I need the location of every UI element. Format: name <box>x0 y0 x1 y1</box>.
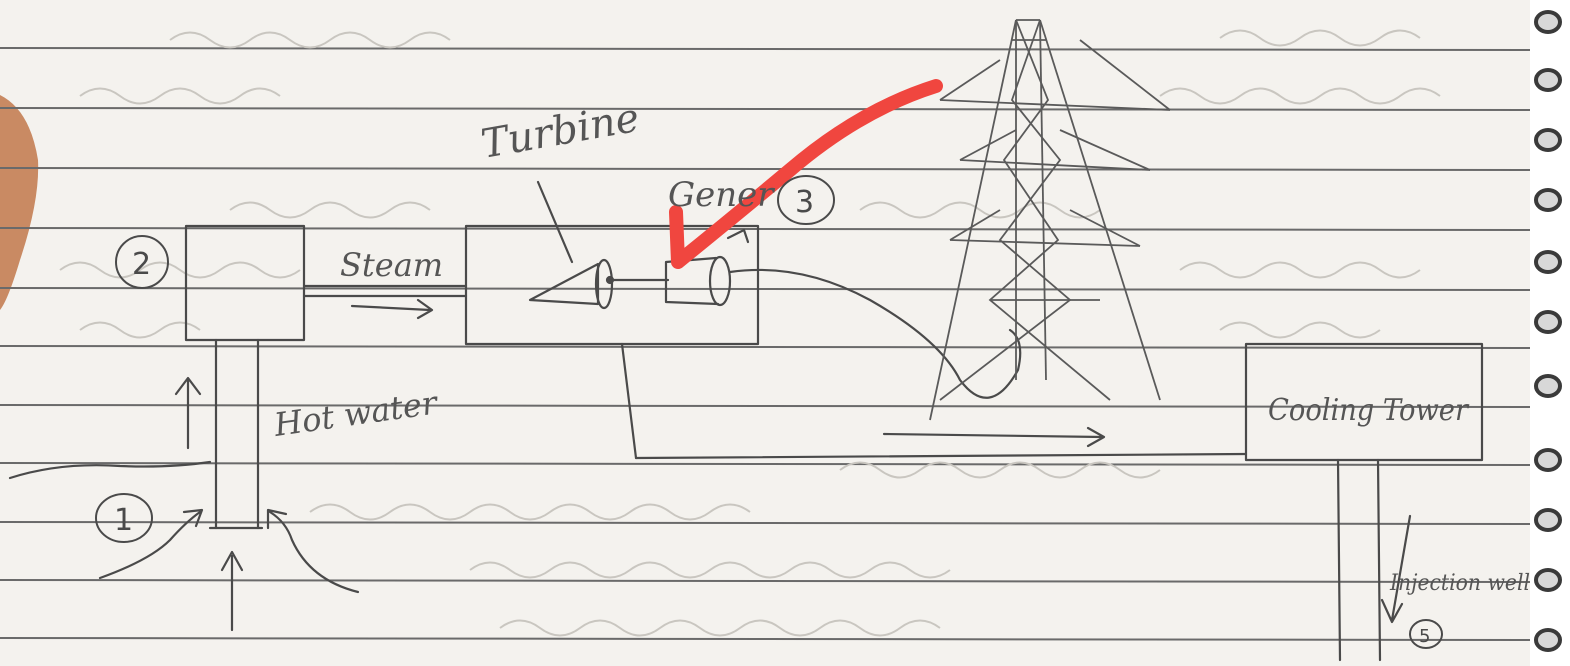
show-through-scribbles <box>59 29 1441 637</box>
marker-five: 5 <box>1419 626 1430 647</box>
return-pipe <box>620 342 638 460</box>
finger-shape <box>0 95 39 310</box>
spiral-binding-icon <box>1530 0 1570 666</box>
ground-line <box>8 460 212 480</box>
marker-one-circle <box>95 493 153 543</box>
inflow-right <box>266 508 360 594</box>
markers <box>95 175 1443 649</box>
up-arrow <box>174 376 202 450</box>
generator-label: Gener <box>668 175 775 215</box>
marker-two-circle <box>115 235 169 289</box>
steam-arrow <box>350 298 434 320</box>
return-arrow <box>882 426 1106 448</box>
cooling-tower-label: Cooling Tower <box>1268 393 1470 428</box>
marker-two: 2 <box>132 247 151 282</box>
ruled-lines <box>0 47 1531 641</box>
marker-three-circle <box>777 175 835 225</box>
turbine-label: Turbine <box>478 95 643 168</box>
injection-arrow <box>1380 514 1412 624</box>
red-arrow-mark <box>669 79 943 269</box>
marker-three: 3 <box>795 185 814 220</box>
cooling-tower-box <box>1244 342 1484 462</box>
turbine-box <box>464 224 760 346</box>
inflow-bottom <box>220 550 244 632</box>
turbine-leader <box>536 180 574 264</box>
inflow-left <box>98 508 204 580</box>
marker-five-circle <box>1409 619 1443 649</box>
injection-well-pipe <box>1336 458 1342 662</box>
turbine-cone <box>528 262 600 306</box>
hot-water-label: Hot water <box>271 383 441 444</box>
steam-label: Steam <box>340 246 443 284</box>
marker-one: 1 <box>114 503 133 538</box>
power-cable <box>728 268 1022 399</box>
injection-well-label: Injection well <box>1389 571 1530 596</box>
box-2 <box>184 224 306 342</box>
pencil-diagram <box>8 180 1484 662</box>
transmission-tower-icon <box>929 19 1171 421</box>
